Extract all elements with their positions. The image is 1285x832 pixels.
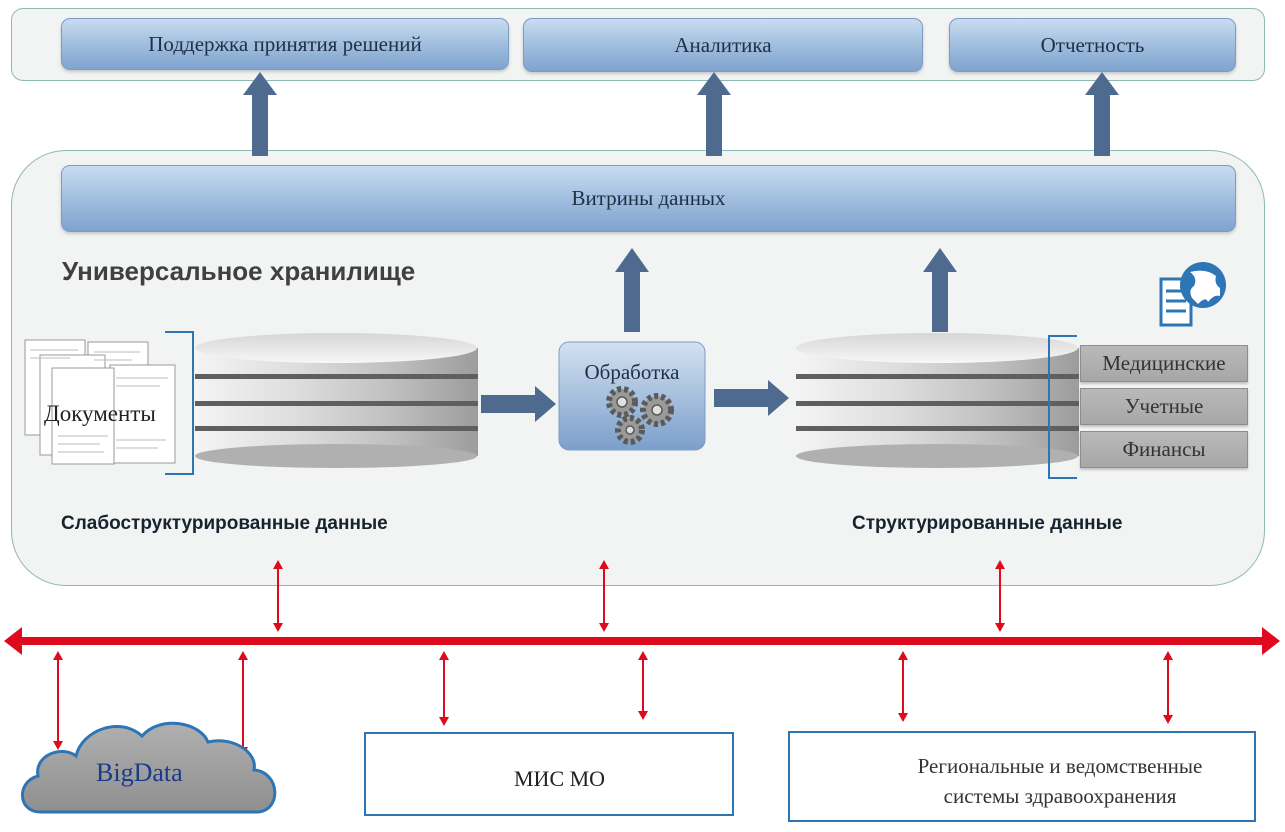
connector-arrowhead [599, 560, 609, 569]
arrows-right [481, 380, 789, 422]
connector-arrowhead [1163, 651, 1173, 660]
data-marts-label: Витрины данных [571, 186, 726, 210]
bigdata-cloud-icon [21, 721, 277, 814]
tag-finance-label: Финансы [1122, 437, 1206, 461]
connector-arrowhead [898, 713, 908, 722]
documents-icon [24, 339, 176, 465]
mis-label: МИС МО [514, 766, 606, 791]
connector-arrowhead [238, 651, 248, 660]
red-connectors [53, 560, 1173, 756]
left-database-icon [195, 333, 478, 468]
reporting-box: Отчетность [949, 18, 1236, 72]
structured-label: Структурированные данные [852, 513, 1123, 534]
connector-arrowhead [439, 717, 449, 726]
bigdata-label: BigData [96, 758, 183, 787]
connector-arrowhead [53, 651, 63, 660]
semi-structured-label: Слабоструктурированные данные [61, 513, 388, 534]
tag-finance: Финансы [1080, 431, 1248, 468]
regional-label-line2: системы здравоохранения [943, 784, 1177, 808]
analytics-label: Аналитика [674, 32, 772, 57]
gears-icon [606, 386, 674, 445]
connector-arrowhead [439, 651, 449, 660]
data-marts-box: Витрины данных [61, 165, 1236, 232]
tag-accounting-label: Учетные [1124, 394, 1204, 418]
decision-support-label: Поддержка принятия решений [148, 31, 422, 56]
left-bracket [165, 331, 194, 475]
tag-medical: Медицинские [1080, 345, 1248, 382]
processing-label: Обработка [584, 360, 680, 384]
connector-arrowhead [599, 623, 609, 632]
decision-support-box: Поддержка принятия решений [61, 18, 509, 70]
right-database-icon [796, 333, 1079, 468]
analytics-box: Аналитика [523, 18, 923, 72]
connector-arrowhead [1163, 715, 1173, 724]
connector-arrowhead [638, 711, 648, 720]
arrows-up-marts [615, 248, 957, 332]
connector-arrowhead [273, 623, 283, 632]
connector-arrowhead [995, 560, 1005, 569]
documents-label: Документы [44, 401, 156, 426]
red-bus-line [4, 627, 1280, 655]
reporting-label: Отчетность [1040, 32, 1145, 57]
connector-arrowhead [273, 560, 283, 569]
connector-arrowhead [898, 651, 908, 660]
arrows-up-top [243, 72, 1119, 156]
regional-label-line1: Региональные и ведомственные [917, 754, 1203, 778]
regional-box [788, 731, 1256, 822]
right-bracket [1048, 335, 1077, 479]
storage-title: Универсальное хранилище [62, 256, 416, 286]
regional-label: Региональные и ведомственные системы здр… [870, 751, 1250, 811]
mis-box [364, 732, 734, 816]
tag-medical-label: Медицинские [1102, 351, 1226, 375]
tag-accounting: Учетные [1080, 388, 1248, 425]
server-globe-icon [1159, 262, 1226, 327]
connector-arrowhead [638, 651, 648, 660]
connector-arrowhead [995, 623, 1005, 632]
connector-arrowhead [53, 741, 63, 750]
